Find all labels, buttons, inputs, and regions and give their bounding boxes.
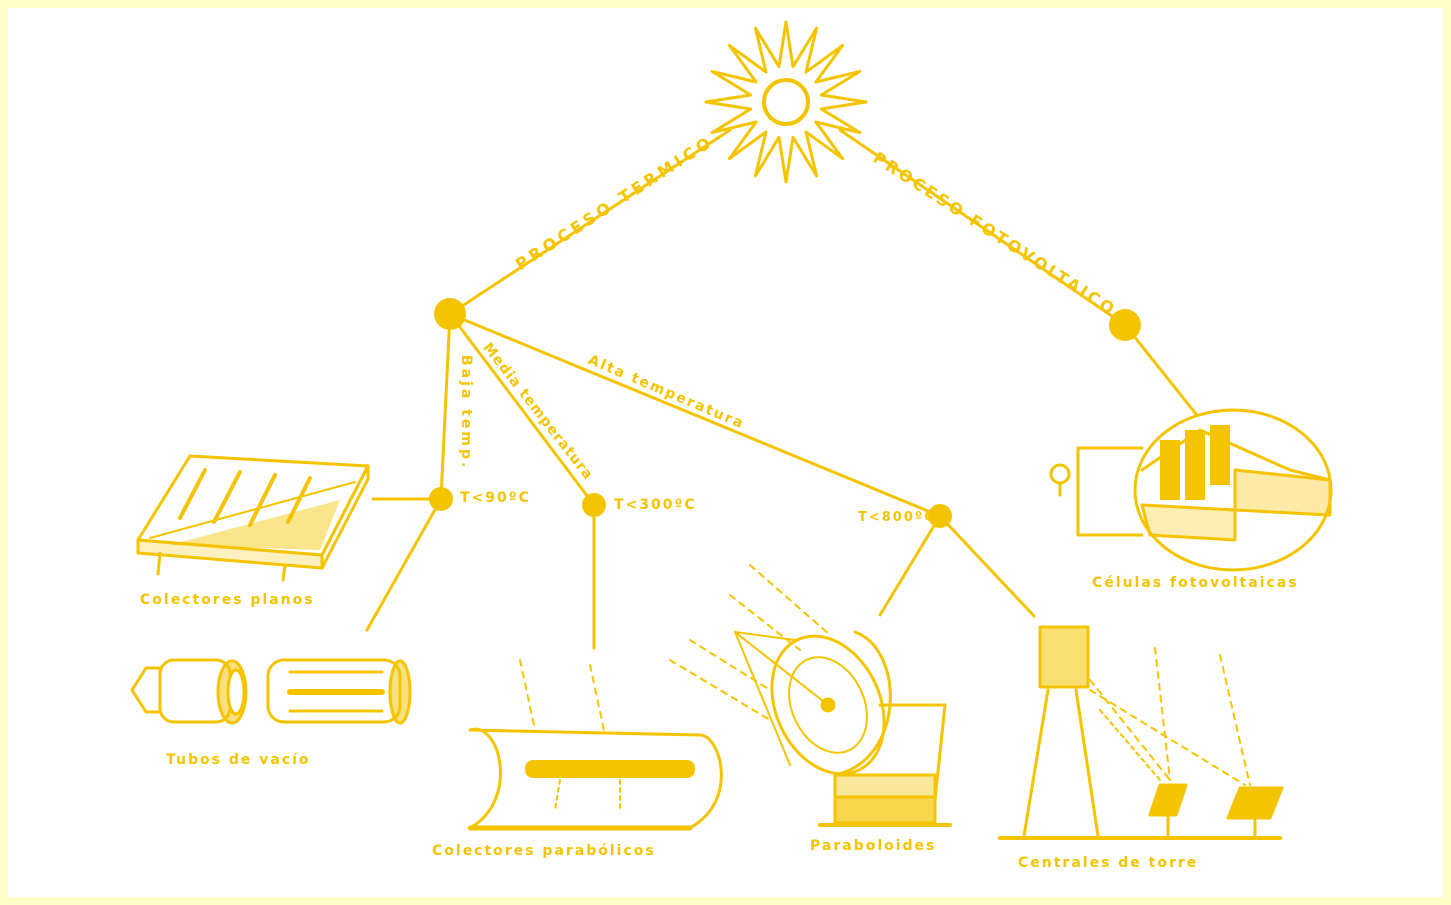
low-temp-label: Baja temp. [458,355,474,470]
solar-tower-icon [1000,627,1282,838]
parabolic-trough-icon [470,660,721,828]
flat-collector-icon [138,456,368,580]
paraboloids-label: Paraboloides [810,838,936,854]
parabolic-dish-icon [670,565,950,825]
low-to-tubes-line [367,499,441,630]
pv-to-cell-line [1125,325,1196,414]
high-threshold-label: T<800ºC [858,510,936,525]
low-temp-node [429,487,453,511]
high-temp-line [450,314,940,516]
thermal-node [434,298,466,330]
parabolic-collectors-label: Colectores parabólicos [432,843,656,859]
low-threshold-label: T<90ºC [460,490,531,506]
pv-cell-icon [1051,410,1331,570]
medium-threshold-label: T<300ºC [614,497,697,513]
sun-icon [706,22,866,182]
medium-temp-node [582,493,606,517]
vacuum-tube-icon [132,660,410,723]
high-to-tower-line [940,516,1034,616]
high-to-dish-line [880,516,940,615]
flat-collectors-label: Colectores planos [140,592,315,608]
tower-plants-label: Centrales de torre [1018,855,1198,871]
low-temp-line [441,314,450,498]
pv-cells-label: Células fotovoltaicas [1092,575,1299,591]
pv-node [1109,309,1141,341]
vacuum-tubes-label: Tubos de vacío [166,752,311,768]
